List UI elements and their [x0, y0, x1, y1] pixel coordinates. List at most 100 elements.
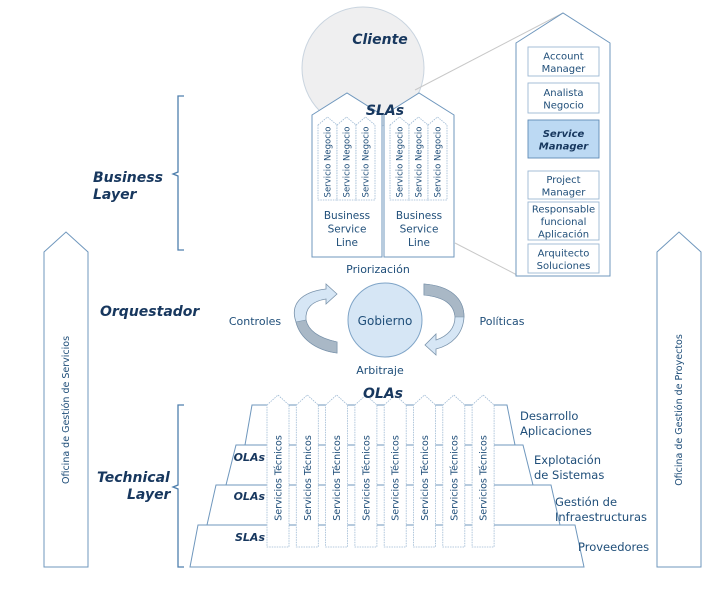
tier-gestion-line1: Gestión de: [555, 495, 617, 509]
tier-desarrollo-line1: Desarrollo: [520, 409, 578, 423]
technical-service: Servicios Técnicos: [295, 394, 319, 548]
tier-label-olas-2: OLAs: [234, 490, 266, 503]
governance-circle: [347, 282, 423, 358]
tier-gestion-line2: Infraestructuras: [555, 510, 647, 524]
olas-top-label: OLAs: [363, 386, 403, 402]
business-service-label: Servicio Negocio: [396, 127, 406, 198]
tier-label-slas: SLAs: [235, 531, 265, 544]
business-service-line: Servicio Negocio Servicio Negocio Servicio…: [311, 92, 383, 258]
business-service-arrow: [389, 116, 410, 201]
role-label: Service: [543, 129, 585, 140]
business-service-arrow: [408, 116, 429, 201]
business-brace: [171, 95, 184, 251]
technical-service: Servicios Técnicos: [442, 394, 466, 548]
governance-center-label: Gobierno: [358, 314, 413, 328]
business-layer-label-2: Layer: [93, 187, 138, 203]
business-service-label: Servicio Negocio: [343, 127, 353, 198]
business-line-label: Business: [324, 210, 370, 222]
business-service-label: Servicio Negocio: [324, 127, 334, 198]
technical-service: Servicios Técnicos: [413, 394, 436, 548]
role-label: Arquitecto: [538, 248, 590, 259]
business-service-label: Servicio Negocio: [362, 127, 372, 198]
role-label: Soluciones: [537, 261, 591, 272]
technical-service: Servicios Técnicos: [471, 394, 495, 548]
connector-line-top: [414, 12, 564, 91]
technical-service: Servicios Técnicos: [354, 394, 378, 548]
business-line-label: Service: [328, 224, 367, 236]
left-cycle-arrow-shade: [295, 319, 338, 354]
technical-service-arrow: [471, 394, 495, 548]
role-box-frame: [527, 46, 600, 77]
business-line-label: Business: [396, 210, 442, 222]
role-box-frame: [527, 243, 600, 274]
business-service-arrow: [427, 116, 448, 201]
governance-bottom-label: Arbitraje: [356, 364, 404, 377]
role-label: Analista: [543, 88, 583, 99]
role-label: Manager: [542, 64, 587, 75]
technical-service-label: Servicios Técnicos: [303, 435, 314, 521]
right-office-arrow: [656, 231, 702, 568]
technical-service-arrow: [383, 394, 407, 548]
role-label: Manager: [539, 141, 590, 152]
right-office-label: Oficina de Gestión de Proyectos: [674, 334, 685, 486]
role-label: Account: [543, 51, 583, 62]
technical-service-arrow: [295, 394, 319, 548]
side-office-right: Oficina de Gestión de Proyectos: [656, 231, 702, 568]
role-box-frame: [527, 201, 600, 241]
tier-explotacion-line1: Explotación: [534, 453, 601, 467]
business-line-label: Line: [336, 237, 358, 249]
technical-service-label: Servicios Técnicos: [274, 435, 285, 521]
technical-service: Servicios Técnicos: [325, 394, 349, 548]
technical-service-label: Servicios Técnicos: [420, 435, 431, 521]
business-service-label: Servicio Negocio: [415, 127, 425, 198]
role-box-frame: [527, 82, 600, 114]
role-label: funcional: [541, 217, 587, 228]
technical-service-arrow: [354, 394, 378, 548]
governance-top-label: Priorización: [346, 263, 410, 276]
side-office-left: Oficina de Gestión de Servicios: [43, 231, 89, 568]
technical-layer-label-1: Technical: [97, 470, 170, 486]
roles-list: AccountManagerAnalistaNegocioServiceMana…: [527, 46, 600, 274]
governance-cycle: Gobierno Priorización Arbitraje Controle…: [229, 263, 525, 377]
technical-service-arrow: [325, 394, 349, 548]
technical-layer-label-2: Layer: [127, 487, 172, 503]
role-label: Project: [546, 175, 580, 186]
technical-service-label: Servicios Técnicos: [332, 435, 343, 521]
tier-desarrollo-line2: Aplicaciones: [520, 424, 592, 438]
slas-label: SLAs: [366, 103, 404, 119]
business-layer-label-1: Business: [93, 170, 163, 186]
technical-service-arrow: [266, 394, 290, 548]
role-label: Responsable: [532, 205, 595, 216]
technical-service-label: Servicios Técnicos: [361, 435, 372, 521]
tier-explotacion-line2: de Sistemas: [534, 468, 604, 482]
orchestrator-label: Orquestador: [100, 304, 200, 320]
business-line-label: Service: [400, 224, 439, 236]
role-box-highlighted: [527, 119, 600, 159]
business-service-lines: Servicio Negocio Servicio Negocio Servicio…: [311, 92, 455, 258]
role-label: Manager: [542, 187, 587, 198]
role-label: Negocio: [543, 100, 584, 111]
tier-label-olas-1: OLAs: [234, 451, 266, 464]
business-service-arrow: [336, 116, 357, 201]
technical-service-arrow: [413, 394, 436, 548]
technical-service-arrow: [442, 394, 466, 548]
technical-service: Servicios Técnicos: [383, 394, 407, 548]
technical-service-label: Servicios Técnicos: [391, 435, 402, 521]
business-line-label: Line: [408, 237, 430, 249]
governance-left-label: Controles: [229, 315, 282, 328]
business-service-arrow: [317, 116, 338, 201]
client-label: Cliente: [352, 32, 408, 48]
business-service-arrow: [355, 116, 376, 201]
role-box-frame: [527, 170, 600, 200]
connector-line-bottom: [454, 242, 518, 276]
left-office-label: Oficina de Gestión de Servicios: [61, 336, 72, 484]
technical-service-label: Servicios Técnicos: [449, 435, 460, 521]
technical-brace: [171, 404, 184, 568]
